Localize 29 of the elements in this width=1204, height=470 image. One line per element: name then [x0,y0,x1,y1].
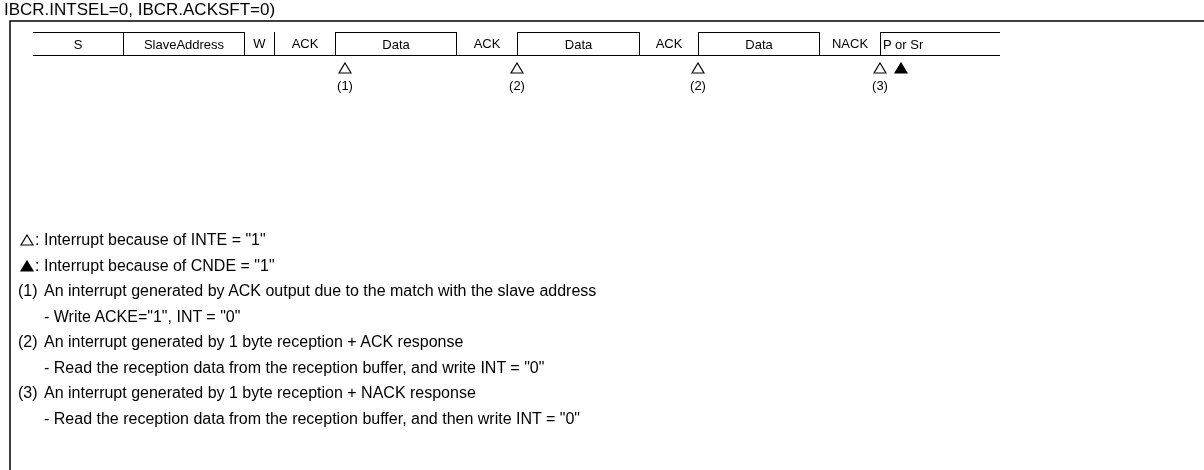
legend-colon: : [35,255,40,276]
frame-field: Data [335,32,457,56]
note-text: An interrupt generated by 1 byte reception + ACK response [44,332,464,352]
note-detail: - Read the reception data from the reception buffer, and then write INT = "0" [44,408,580,429]
callout-number: (2) [690,78,706,93]
frame-field: W [245,32,275,56]
legend-text: Interrupt because of CNDE = "1" [44,255,275,276]
frame-field: ACK [640,32,698,56]
callout-number: (3) [872,78,888,93]
frame-field: S [33,32,123,56]
frame-field: ACK [457,32,517,56]
frame-field: ACK [275,32,335,56]
note-number: (2) [18,332,38,352]
note-number: (3) [18,383,38,403]
frame-field: NACK [820,32,880,56]
legend-text: Interrupt because of INTE = "1" [44,230,266,250]
frame-field: SlaveAddress [123,32,245,56]
frame-field: Data [698,32,820,56]
note-number: (1) [18,281,38,301]
callout-number: (2) [509,78,525,93]
note-text: An interrupt generated by ACK output due to the match with the slave address [44,281,597,301]
callout-number: (1) [337,78,353,93]
note-detail: - Write ACKE="1", INT = "0" [44,306,241,327]
note-text: An interrupt generated by 1 byte reception + NACK response [44,383,476,403]
frame-field: P or Sr [880,32,1000,56]
heading-text: IBCR.INTSEL=0, IBCR.ACKSFT=0) [4,0,276,20]
legend-colon: : [35,230,40,250]
frame-field: Data [517,32,640,56]
note-detail: - Read the reception data from the reception buffer, and write INT = "0" [44,357,545,378]
